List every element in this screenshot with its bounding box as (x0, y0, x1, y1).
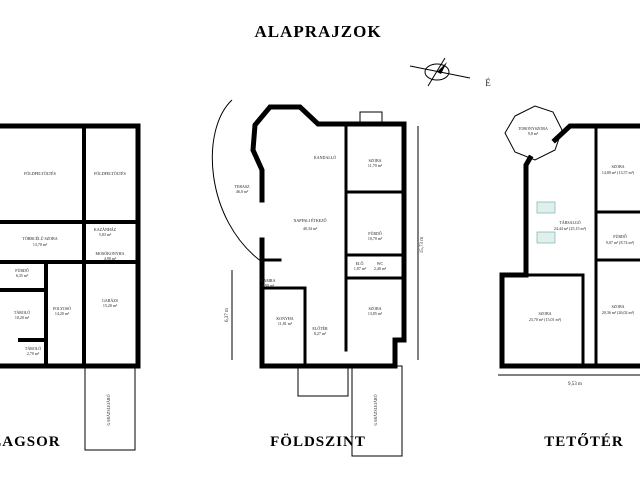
room-label: FÖLDFELTÖLTÉS (24, 171, 56, 176)
room-label: TÁROLÓ (25, 346, 41, 351)
dimension-label: 9,53 m (568, 382, 582, 387)
dimension-label: 15,73 m (420, 237, 425, 254)
room-area: 9,8 m² (528, 131, 539, 137)
room-area: 10,20 m² (15, 315, 30, 321)
basement-plan: FÖLDFELTÖLTÉS FÖLDFELTÖLTÉS TÖBBCÉLÚ SZO… (0, 123, 141, 451)
room-label: TERASZ (234, 184, 250, 189)
room-area: 11,70 m² (368, 163, 383, 169)
room-label: FÜRDŐ (15, 268, 29, 273)
room-area: 24,44 m² (25,15 m²) (554, 226, 587, 232)
room-label: GARÁZSLEJÁRÓ (106, 394, 111, 425)
room-label: WC (377, 261, 384, 266)
room-area: 4,90 m² (104, 256, 117, 262)
room-area: 10,70 m² (368, 236, 383, 242)
room-label: KANDALLÓ (314, 155, 336, 160)
room-area: 5,83 m² (99, 232, 112, 238)
room-area: 14,20 m² (55, 311, 70, 317)
room-area: 9,07 m² (8,74 m²) (606, 240, 635, 246)
room-area: 2,70 m² (27, 351, 40, 357)
room-area: 46,0 m² (236, 189, 249, 195)
room-area: 20,36 m² (26,02 m²) (602, 310, 635, 316)
room-label: MOSÓKONYHA (96, 251, 125, 256)
room-area: 6,35 m² (16, 273, 29, 279)
room-label: FÖLDFELTÖLTÉS (94, 171, 126, 176)
compass-label: É (485, 78, 491, 88)
room-area: 0,90 m² (262, 283, 275, 289)
room-label: TORONYSZOBA (518, 126, 548, 131)
room-label: ELŐTÉR (312, 326, 328, 331)
attic-plan: TORONYSZOBA 9,8 m² SZOBA 14,80 m² (13,57… (498, 105, 640, 387)
room-label: KAMRA (261, 278, 276, 283)
room-label: KONYHA (276, 316, 293, 321)
room-label: SZOBA (368, 158, 381, 163)
north-arrow-icon (409, 57, 471, 87)
room-label: FOLYOSÓ (53, 306, 71, 311)
room-area: 15,20 m² (103, 303, 118, 309)
dimension-label: 6,37 m (225, 308, 230, 322)
room-label: SZOBA (611, 164, 624, 169)
room-label: TÁROLÓ (14, 310, 30, 315)
room-label: ELŐ. (356, 261, 365, 266)
ground-floor-plan: TERASZ 46,0 m² NAPPALI ÉTKEZŐ 40,34 m² K… (211, 99, 425, 457)
room-area: 40,34 m² (303, 226, 318, 232)
floor-title: ALAGSOR (0, 434, 61, 450)
room-label: TÖBBCÉLÚ SZOBA (22, 236, 57, 241)
room-label: SZOBA (538, 311, 551, 316)
room-label: SZOBA (368, 306, 381, 311)
room-area: 13,85 m² (368, 311, 383, 317)
room-label: KAZÁNHÁZ (94, 227, 117, 232)
floor-title: FÖLDSZINT (270, 433, 366, 450)
room-label: GARÁZSLEJÁRÓ (373, 394, 378, 425)
room-label: SZOBA (611, 304, 624, 309)
room-label: TÁRSALGÓ (559, 220, 580, 225)
room-area: 2,40 m² (374, 266, 387, 272)
room-area: 23,70 m² (15,01 m²) (529, 317, 562, 323)
room-label: GARÁZS (102, 298, 118, 303)
room-area: 8,27 m² (314, 331, 327, 337)
room-area: 1,87 m² (354, 266, 367, 272)
room-label: NAPPALI ÉTKEZŐ (293, 218, 326, 223)
page-title: ALAPRAJZOK (254, 22, 381, 41)
room-label: FÜRDŐ (613, 234, 627, 239)
room-area: 13,70 m² (33, 242, 48, 248)
floor-title: TETŐTÉR (544, 433, 624, 450)
room-area: 11,81 m² (278, 321, 293, 327)
room-area: 14,80 m² (13,57 m²) (602, 170, 635, 176)
room-label: FÜRDŐ (368, 231, 382, 236)
